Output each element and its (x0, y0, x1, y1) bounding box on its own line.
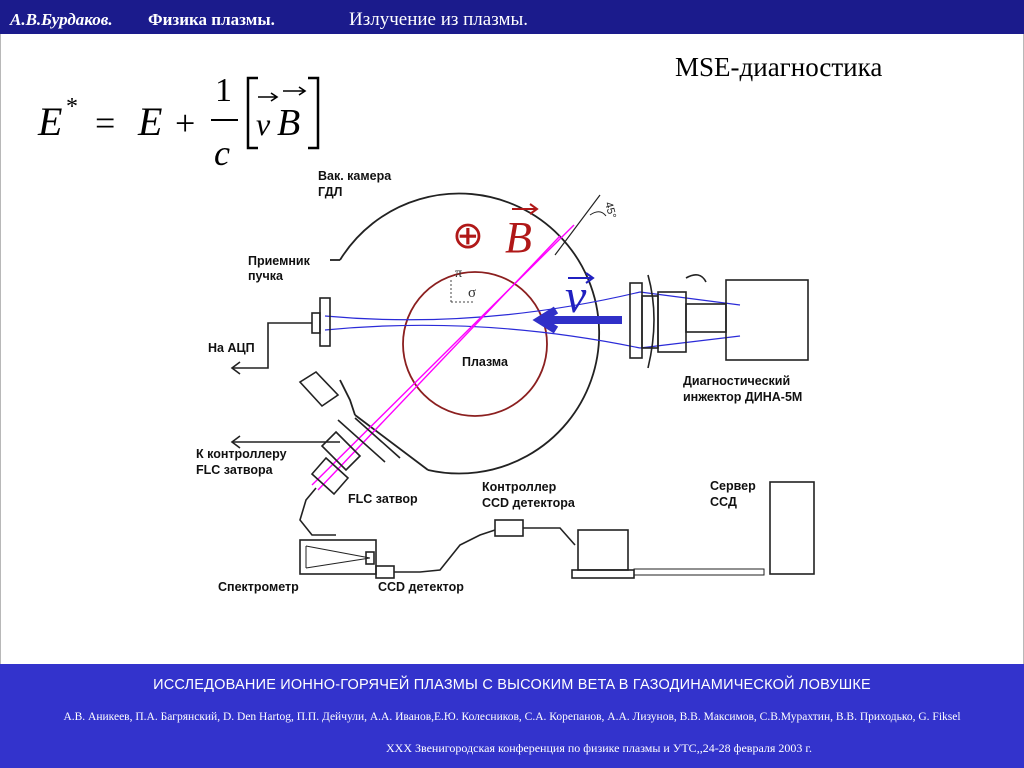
diagnostic-injector (629, 274, 809, 369)
pi-label: π (455, 266, 462, 281)
adc-arrow (230, 361, 241, 375)
spectrometer-box (299, 539, 377, 575)
vector-arrow-v (258, 92, 279, 102)
footer-title: ИССЛЕДОВАНИЕ ИОННО-ГОРЯЧЕЙ ПЛАЗМЫ С ВЫСО… (153, 677, 871, 693)
header-course: Физика плазмы. (148, 10, 275, 29)
flc-controller-label-line1: К контроллеру (196, 447, 287, 461)
beam-line-upper-injector (639, 291, 741, 306)
ccd-controller-label-line2: CCD детектора (482, 496, 576, 510)
right-bracket (308, 76, 320, 150)
fiber-to-spectrometer (299, 487, 336, 536)
injector-coupling (641, 295, 659, 349)
injector-neck (685, 303, 727, 333)
controller-cable-2 (523, 527, 576, 546)
slide-header: А.В.Бурдаков. Физика плазмы. Излучение и… (0, 0, 1024, 34)
chamber-port-line (354, 414, 429, 471)
formula-denominator: c (214, 133, 230, 173)
header-author: А.В.Бурдаков. (10, 10, 113, 29)
receiver-body (311, 312, 321, 334)
port-tube-2 (354, 417, 401, 459)
controller-arrow (230, 435, 241, 449)
flc-housing (320, 430, 362, 472)
ccd-detector-label: CCD детектор (378, 580, 464, 594)
receiver-label-line1: Приемник (248, 254, 311, 268)
ccd-detector-box (375, 565, 395, 579)
formula-equals: = (95, 103, 115, 143)
receiver-flange (319, 297, 331, 347)
formula-star: * (66, 94, 78, 120)
formula-e: E (137, 99, 162, 144)
injector-rotation-arrow (685, 274, 707, 283)
ccd-chain (394, 481, 815, 579)
flc-controller-label-line2: FLC затвора (196, 463, 274, 477)
formula-plus: + (175, 103, 195, 143)
formula: E * = E + 1 c v B (37, 72, 320, 173)
velocity-vector-arrow (568, 272, 595, 284)
ccd-cable (394, 529, 496, 573)
observation-port (230, 370, 401, 536)
angle-arc (589, 211, 607, 217)
plasma-circle (402, 271, 548, 417)
spectrometer (299, 539, 395, 579)
formula-lhs: E (37, 99, 62, 144)
sigma-label: σ (468, 285, 476, 301)
formula-v: v (256, 106, 271, 142)
b-field-symbol: ⊕ (452, 213, 484, 257)
injector-label-line1: Диагностический (683, 374, 790, 388)
formula-b: B (277, 102, 300, 144)
mse-diagram: E * = E + 1 c v B Плазма π σ (37, 72, 815, 594)
computer-base (571, 569, 635, 579)
sight-line-1 (311, 224, 575, 486)
spectrometer-label: Спектрометр (218, 580, 299, 594)
injector-rotation-arc (647, 274, 655, 369)
chamber-lower-left (339, 379, 356, 416)
chamber-arc (339, 192, 601, 475)
upper-port (298, 370, 340, 408)
receiver-label-line2: пучка (248, 269, 284, 283)
injector-label-line2: инжектор ДИНА-5М (683, 390, 802, 404)
port-tube (337, 419, 386, 463)
vector-arrow-b (283, 86, 307, 96)
slide-footer: ИССЛЕДОВАНИЕ ИОННО-ГОРЯЧЕЙ ПЛАЗМЫ С ВЫСО… (0, 664, 1024, 768)
ccd-controller-label-line1: Контроллер (482, 480, 557, 494)
left-bracket (246, 76, 258, 150)
formula-numerator: 1 (215, 72, 232, 109)
header-topic: Излучение из плазмы. (349, 9, 528, 30)
server-box (769, 481, 815, 575)
footer-conference: XXX Звенигородская конференция по физике… (386, 741, 812, 755)
network-cable (633, 568, 765, 576)
beam-receiver (230, 297, 331, 375)
diagnostic-title: MSE-диагностика (675, 52, 883, 82)
adc-label: На АЦП (208, 341, 255, 355)
adc-cable (232, 322, 312, 369)
flc-shutter (310, 456, 350, 496)
sight-lines (311, 224, 575, 491)
chamber-label-line2: ГДЛ (318, 185, 342, 199)
flc-shutter-label: FLC затвор (348, 492, 418, 506)
spectrometer-slit (365, 551, 375, 565)
beam-line-lower (324, 324, 641, 349)
vacuum-chamber (330, 192, 601, 475)
angle-line (554, 194, 601, 256)
beam-line-lower-injector (639, 335, 741, 349)
computer-box (577, 529, 629, 571)
b-field-vector-arrow (512, 203, 539, 215)
sight-line-2 (317, 235, 561, 491)
server-label-line1: Сервер (710, 479, 756, 493)
plasma-label: Плазма (462, 355, 509, 369)
velocity-arrow (532, 306, 622, 334)
server-label-line2: CCД (710, 495, 737, 509)
footer-authors: А.В. Аникеев, П.А. Багрянский, D. Den Ha… (63, 711, 961, 723)
spectrometer-optics (305, 545, 371, 569)
velocity-letter: v (565, 270, 587, 323)
ccd-controller-box (494, 519, 524, 537)
injector-box (725, 279, 809, 361)
chamber-label-line1: Вак. камера (318, 169, 392, 183)
b-field-letter: B (505, 213, 532, 262)
angle-label: 45° (602, 201, 618, 220)
